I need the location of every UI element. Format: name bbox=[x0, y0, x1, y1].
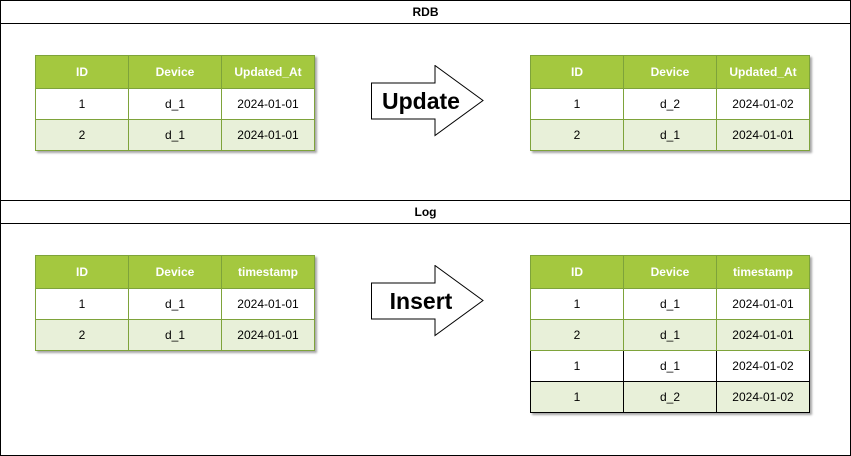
table-cell: 2024-01-01 bbox=[716, 319, 810, 351]
table-cell: 2024-01-02 bbox=[716, 381, 810, 413]
column-header: ID bbox=[35, 55, 129, 89]
update-arrow: Update bbox=[371, 65, 485, 137]
rdb-after-table: ID Device Updated_At 1 d_2 2024-01-02 2 … bbox=[530, 55, 810, 151]
table-row: 2 d_1 2024-01-01 bbox=[530, 119, 810, 151]
table-cell: 1 bbox=[35, 288, 129, 320]
table-cell: 2024-01-01 bbox=[221, 288, 315, 320]
table-cell: 2 bbox=[530, 119, 624, 151]
table-row-inserted: 1 d_1 2024-01-02 bbox=[530, 350, 810, 382]
table-row: 1 d_2 2024-01-02 bbox=[530, 88, 810, 120]
column-header: timestamp bbox=[221, 255, 315, 289]
table-cell: d_2 bbox=[623, 88, 717, 120]
column-header: Device bbox=[623, 55, 717, 89]
table-cell: d_1 bbox=[623, 288, 717, 320]
table-cell: 2 bbox=[35, 119, 129, 151]
table-header-row: ID Device timestamp bbox=[35, 255, 315, 289]
table-cell: d_2 bbox=[623, 381, 717, 413]
log-panel-title: Log bbox=[1, 201, 850, 224]
table-cell: 2024-01-02 bbox=[716, 350, 810, 382]
right-arrow-icon bbox=[371, 65, 484, 137]
table-cell: 1 bbox=[530, 88, 624, 120]
table-cell: d_1 bbox=[128, 319, 222, 351]
table-cell: d_1 bbox=[128, 88, 222, 120]
insert-arrow: Insert bbox=[371, 265, 485, 337]
table-header-row: ID Device timestamp bbox=[530, 255, 810, 289]
table-cell: 2 bbox=[35, 319, 129, 351]
table-cell: 2024-01-02 bbox=[716, 88, 810, 120]
table-cell: 1 bbox=[530, 288, 624, 320]
table-cell: d_1 bbox=[623, 319, 717, 351]
column-header: Updated_At bbox=[221, 55, 315, 89]
table-row-inserted: 1 d_2 2024-01-02 bbox=[530, 381, 810, 413]
right-arrow-icon bbox=[371, 265, 484, 337]
insert-arrow-label: Insert bbox=[389, 288, 453, 314]
table-row: 1 d_1 2024-01-01 bbox=[530, 288, 810, 320]
column-header: timestamp bbox=[716, 255, 810, 289]
column-header: ID bbox=[530, 55, 624, 89]
table-cell: 2024-01-01 bbox=[221, 319, 315, 351]
log-after-table: ID Device timestamp 1 d_1 2024-01-01 2 d… bbox=[530, 255, 810, 413]
table-header-row: ID Device Updated_At bbox=[35, 55, 315, 89]
rdb-panel-title: RDB bbox=[1, 1, 850, 24]
column-header: ID bbox=[35, 255, 129, 289]
table-row: 2 d_1 2024-01-01 bbox=[530, 319, 810, 351]
table-cell: d_1 bbox=[128, 288, 222, 320]
column-header: Device bbox=[128, 255, 222, 289]
column-header: Device bbox=[623, 255, 717, 289]
table-cell: d_1 bbox=[623, 119, 717, 151]
column-header: ID bbox=[530, 255, 624, 289]
table-cell: 1 bbox=[35, 88, 129, 120]
table-cell: 2024-01-01 bbox=[221, 88, 315, 120]
table-cell: 1 bbox=[530, 381, 624, 413]
table-cell: 2024-01-01 bbox=[716, 288, 810, 320]
rdb-before-table: ID Device Updated_At 1 d_1 2024-01-01 2 … bbox=[35, 55, 315, 151]
table-cell: 1 bbox=[530, 350, 624, 382]
table-row: 2 d_1 2024-01-01 bbox=[35, 119, 315, 151]
update-arrow-label: Update bbox=[382, 88, 460, 114]
table-cell: d_1 bbox=[128, 119, 222, 151]
table-header-row: ID Device Updated_At bbox=[530, 55, 810, 89]
table-row: 1 d_1 2024-01-01 bbox=[35, 88, 315, 120]
column-header: Device bbox=[128, 55, 222, 89]
table-row: 2 d_1 2024-01-01 bbox=[35, 319, 315, 351]
column-header: Updated_At bbox=[716, 55, 810, 89]
log-before-table: ID Device timestamp 1 d_1 2024-01-01 2 d… bbox=[35, 255, 315, 351]
table-row: 1 d_1 2024-01-01 bbox=[35, 288, 315, 320]
table-cell: 2024-01-01 bbox=[716, 119, 810, 151]
table-cell: 2 bbox=[530, 319, 624, 351]
table-cell: d_1 bbox=[623, 350, 717, 382]
table-cell: 2024-01-01 bbox=[221, 119, 315, 151]
